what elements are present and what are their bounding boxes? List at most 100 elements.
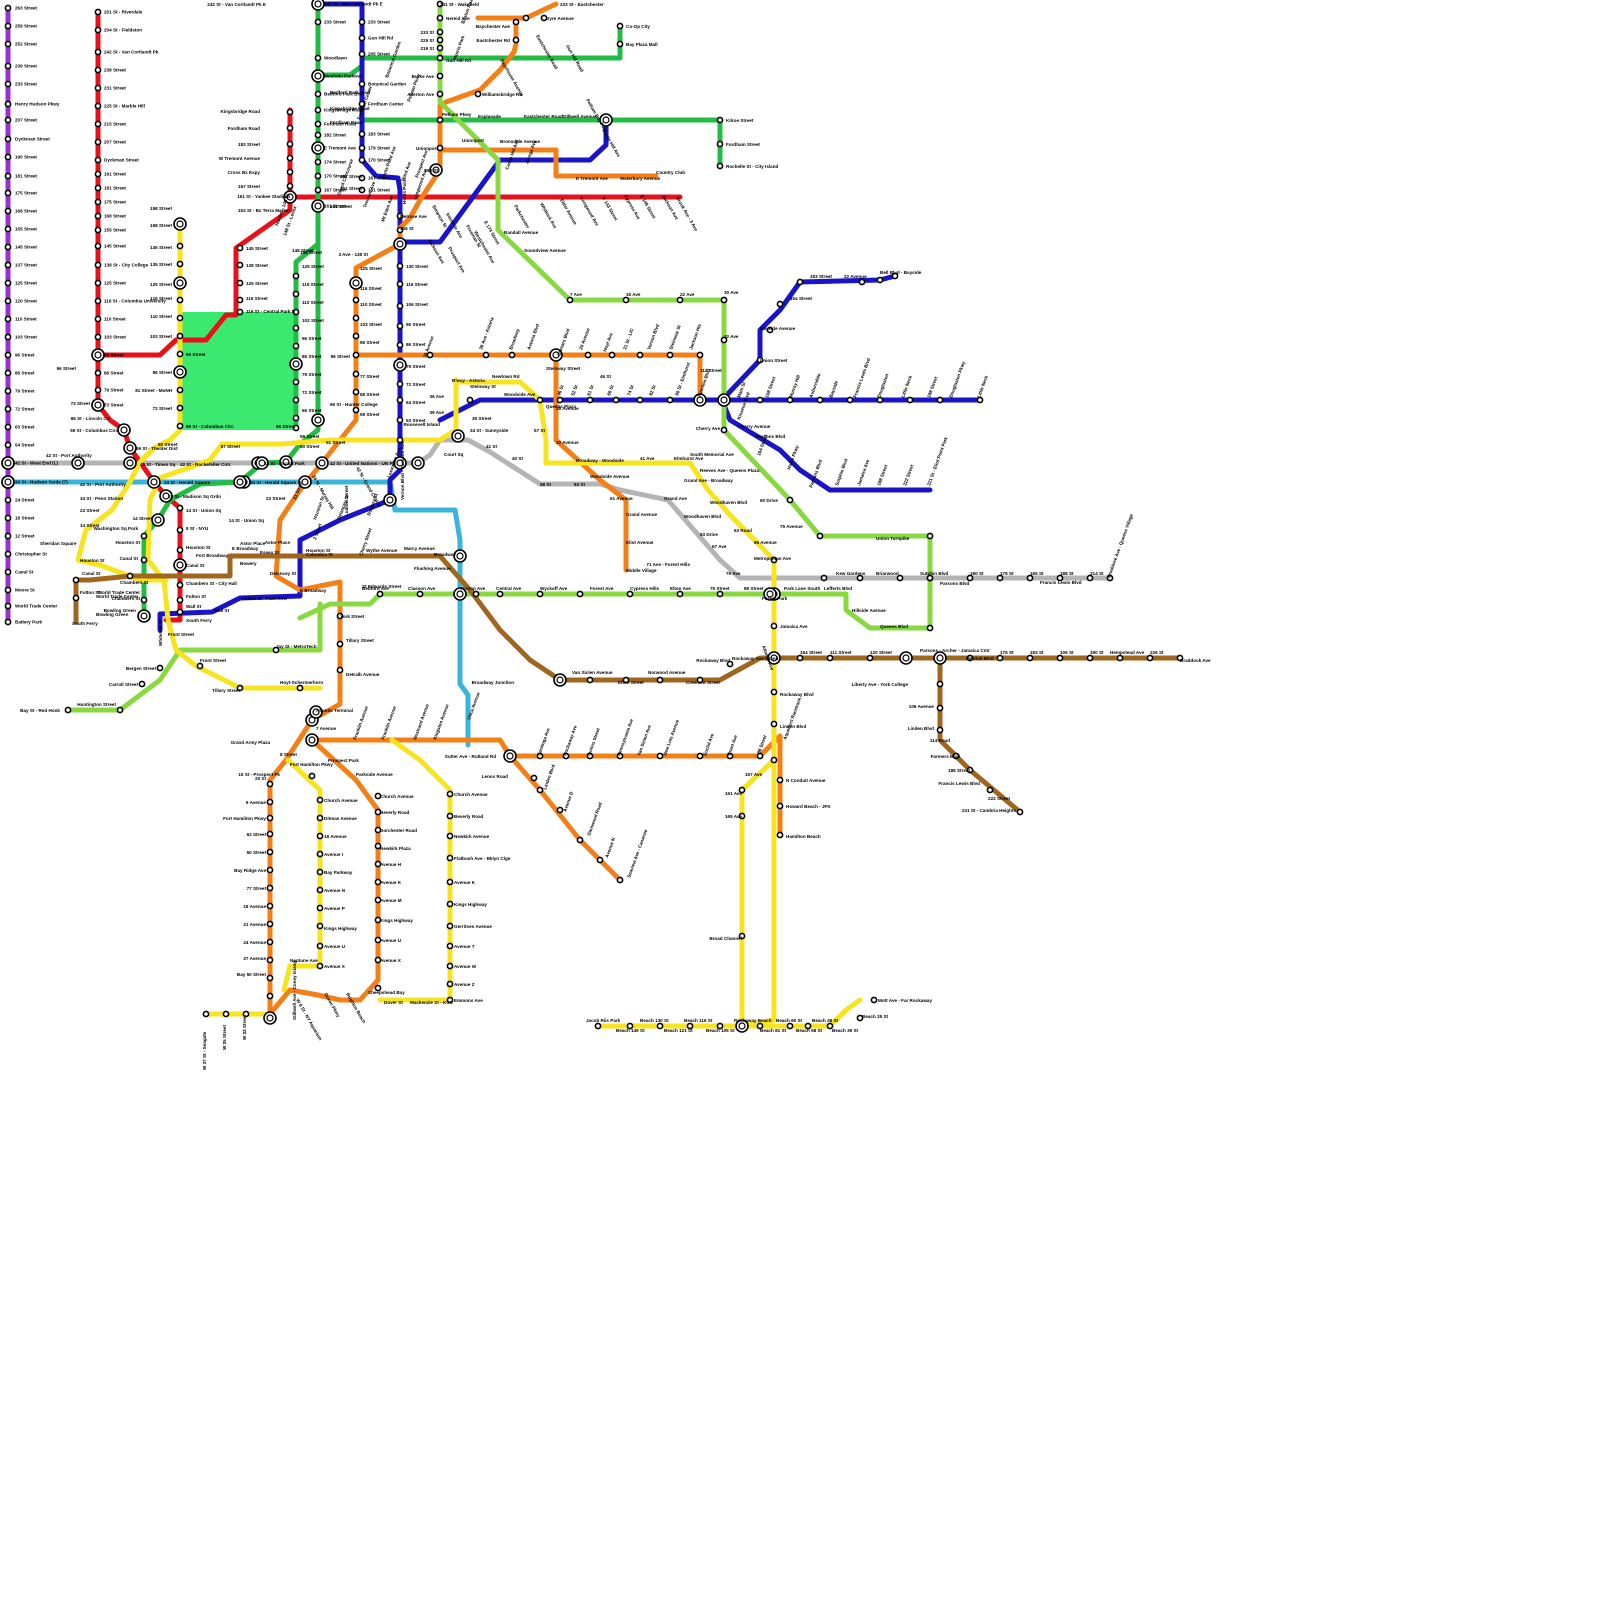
station[interactable] [292, 378, 300, 386]
station[interactable] [616, 752, 624, 760]
station[interactable] [594, 1022, 602, 1030]
station[interactable] [436, 72, 444, 80]
station[interactable] [522, 14, 530, 22]
station[interactable] [314, 18, 322, 26]
station[interactable] [4, 189, 12, 197]
station[interactable] [94, 170, 102, 178]
station[interactable] [926, 532, 934, 540]
station[interactable] [876, 396, 884, 404]
station[interactable] [176, 260, 184, 268]
station[interactable] [266, 884, 274, 892]
station[interactable] [336, 666, 344, 674]
station[interactable] [776, 776, 784, 784]
station[interactable] [374, 826, 382, 834]
station[interactable] [936, 680, 944, 688]
station[interactable] [358, 100, 366, 108]
station[interactable] [616, 876, 624, 884]
station[interactable] [94, 26, 102, 34]
station[interactable] [446, 812, 454, 820]
station[interactable] [996, 574, 1004, 582]
station[interactable] [352, 314, 360, 322]
station[interactable] [292, 414, 300, 422]
station[interactable] [786, 396, 794, 404]
station[interactable] [138, 680, 146, 688]
station[interactable] [316, 796, 324, 804]
station[interactable] [358, 186, 366, 194]
station[interactable] [436, 0, 444, 8]
station[interactable] [374, 936, 382, 944]
station[interactable] [176, 422, 184, 430]
station[interactable] [396, 396, 404, 404]
station[interactable] [716, 140, 724, 148]
station[interactable] [436, 36, 444, 44]
station[interactable] [612, 396, 620, 404]
station[interactable] [4, 153, 12, 161]
station[interactable] [626, 590, 634, 598]
station[interactable] [586, 752, 594, 760]
station[interactable] [140, 596, 148, 604]
station[interactable] [336, 640, 344, 648]
station[interactable] [176, 504, 184, 512]
station[interactable] [314, 106, 322, 114]
station[interactable] [176, 608, 184, 616]
station[interactable] [536, 396, 544, 404]
station[interactable] [64, 706, 72, 714]
station[interactable] [176, 596, 184, 604]
station[interactable] [676, 590, 684, 598]
station[interactable] [176, 242, 184, 250]
station[interactable] [966, 654, 974, 662]
station[interactable] [4, 172, 12, 180]
station[interactable] [4, 532, 12, 540]
station[interactable] [4, 135, 12, 143]
station[interactable] [316, 850, 324, 858]
station[interactable] [616, 22, 624, 30]
station[interactable] [1116, 654, 1124, 662]
station[interactable] [776, 802, 784, 810]
station[interactable] [512, 18, 520, 26]
station[interactable] [286, 168, 294, 176]
station[interactable] [446, 942, 454, 950]
station[interactable] [1016, 808, 1024, 816]
station[interactable] [396, 436, 404, 444]
station[interactable] [358, 18, 366, 26]
station[interactable] [140, 556, 148, 564]
station[interactable] [236, 279, 244, 287]
station[interactable] [374, 808, 382, 816]
station[interactable] [94, 156, 102, 164]
station[interactable] [374, 860, 382, 868]
station[interactable] [776, 300, 784, 308]
station[interactable] [508, 351, 516, 359]
station[interactable] [266, 780, 274, 788]
station[interactable] [286, 140, 294, 148]
station[interactable] [266, 992, 274, 1000]
station[interactable] [926, 624, 934, 632]
station[interactable] [426, 351, 434, 359]
station[interactable] [896, 574, 904, 582]
station[interactable] [472, 590, 480, 598]
station[interactable] [726, 752, 734, 760]
station[interactable] [358, 34, 366, 42]
station[interactable] [4, 405, 12, 413]
station[interactable] [358, 50, 366, 58]
station[interactable] [396, 212, 404, 220]
station[interactable] [358, 144, 366, 152]
station[interactable] [4, 550, 12, 558]
station[interactable] [94, 315, 102, 323]
station[interactable] [176, 332, 184, 340]
station[interactable] [796, 654, 804, 662]
station[interactable] [140, 532, 148, 540]
station[interactable] [1026, 574, 1034, 582]
station[interactable] [94, 66, 102, 74]
station[interactable] [622, 676, 630, 684]
station[interactable] [242, 1010, 250, 1018]
station[interactable] [562, 752, 570, 760]
station[interactable] [4, 261, 12, 269]
station[interactable] [222, 1010, 230, 1018]
station[interactable] [966, 766, 974, 774]
station[interactable] [374, 792, 382, 800]
station[interactable] [536, 590, 544, 598]
station[interactable] [4, 387, 12, 395]
station[interactable] [1106, 574, 1114, 582]
station[interactable] [4, 618, 12, 626]
station[interactable] [94, 138, 102, 146]
